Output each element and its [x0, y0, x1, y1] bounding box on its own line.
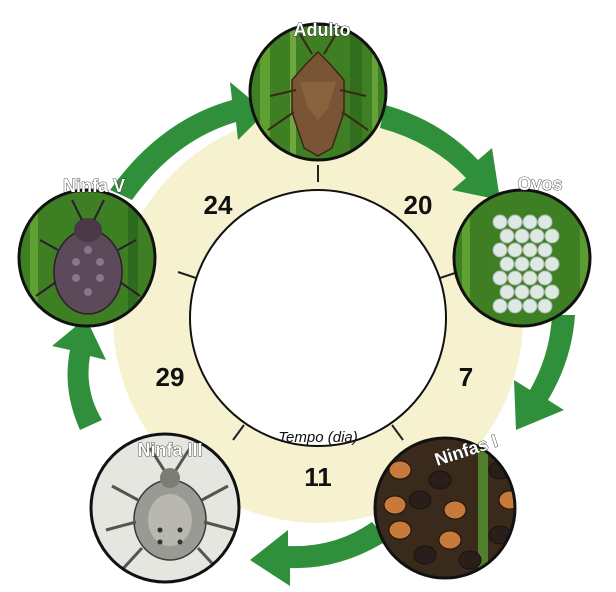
- egg: [538, 271, 552, 285]
- egg: [515, 229, 529, 243]
- nymph: [384, 496, 406, 514]
- egg: [545, 285, 559, 299]
- egg: [500, 229, 514, 243]
- egg: [530, 257, 544, 271]
- stage-ninfa-v: Ninfa V: [17, 176, 157, 328]
- egg: [493, 271, 507, 285]
- egg: [500, 285, 514, 299]
- egg: [545, 229, 559, 243]
- duration-ninfa-v-adulto: 24: [204, 190, 233, 220]
- egg: [538, 299, 552, 313]
- egg: [523, 215, 537, 229]
- stage-label-ninfa-iii: Ninfa III: [137, 440, 202, 460]
- nymph: [509, 546, 531, 564]
- stage-label-adulto: Adulto: [294, 20, 351, 40]
- egg: [538, 243, 552, 257]
- egg: [523, 299, 537, 313]
- egg: [493, 243, 507, 257]
- egg: [508, 215, 522, 229]
- egg: [515, 257, 529, 271]
- egg: [515, 285, 529, 299]
- nymph: [414, 546, 436, 564]
- egg: [545, 257, 559, 271]
- nymph: [389, 521, 411, 539]
- stage-label-ninfa-v: Ninfa V: [63, 176, 125, 196]
- egg: [508, 271, 522, 285]
- stage-ninfa-iii: Ninfa III: [91, 434, 239, 582]
- nymph: [429, 471, 451, 489]
- center-caption: Tempo (dia): [278, 429, 357, 446]
- egg: [523, 243, 537, 257]
- egg: [530, 229, 544, 243]
- stage-label-ovos: Ovos: [517, 174, 562, 194]
- egg: [530, 285, 544, 299]
- center-circle: [190, 190, 446, 446]
- nymph: [439, 531, 461, 549]
- nymph: [499, 491, 521, 509]
- stage-adulto: Adulto: [248, 20, 388, 162]
- nymph: [459, 551, 481, 569]
- duration-ninfa-iii-ninfa-v: 29: [156, 362, 185, 392]
- nymph: [409, 491, 431, 509]
- duration-adulto-ovos: 20: [404, 190, 433, 220]
- egg: [493, 215, 507, 229]
- egg: [538, 215, 552, 229]
- egg: [523, 271, 537, 285]
- egg: [493, 299, 507, 313]
- nymph: [444, 501, 466, 519]
- egg: [508, 299, 522, 313]
- egg: [500, 257, 514, 271]
- duration-ovos-ninfas-i: 7: [459, 362, 473, 392]
- egg: [508, 243, 522, 257]
- duration-ninfas-i-ninfa-iii: 11: [304, 462, 332, 492]
